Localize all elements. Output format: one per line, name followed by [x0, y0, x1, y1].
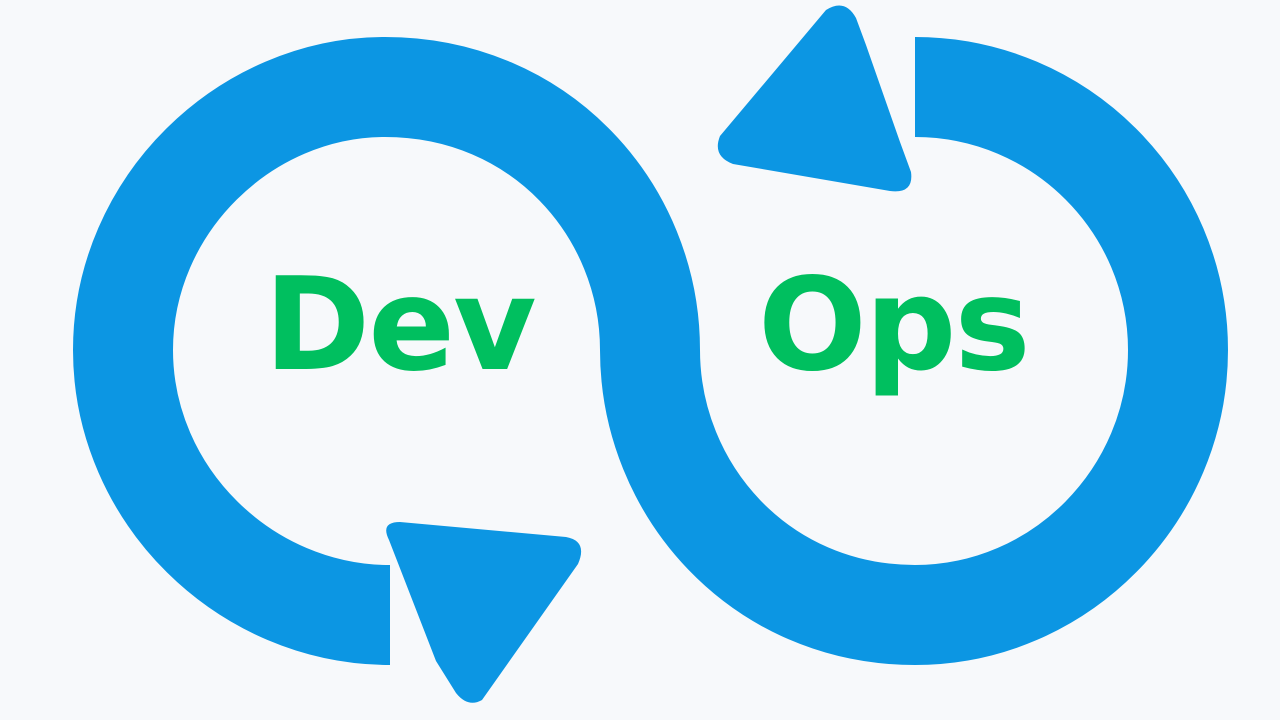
- ops-text: Ops: [758, 251, 1031, 400]
- dev-text: Dev: [264, 251, 536, 400]
- infinity-band: [73, 37, 1228, 665]
- arrowhead-right-icon: [386, 522, 582, 703]
- arrowhead-left-shape: [717, 5, 912, 192]
